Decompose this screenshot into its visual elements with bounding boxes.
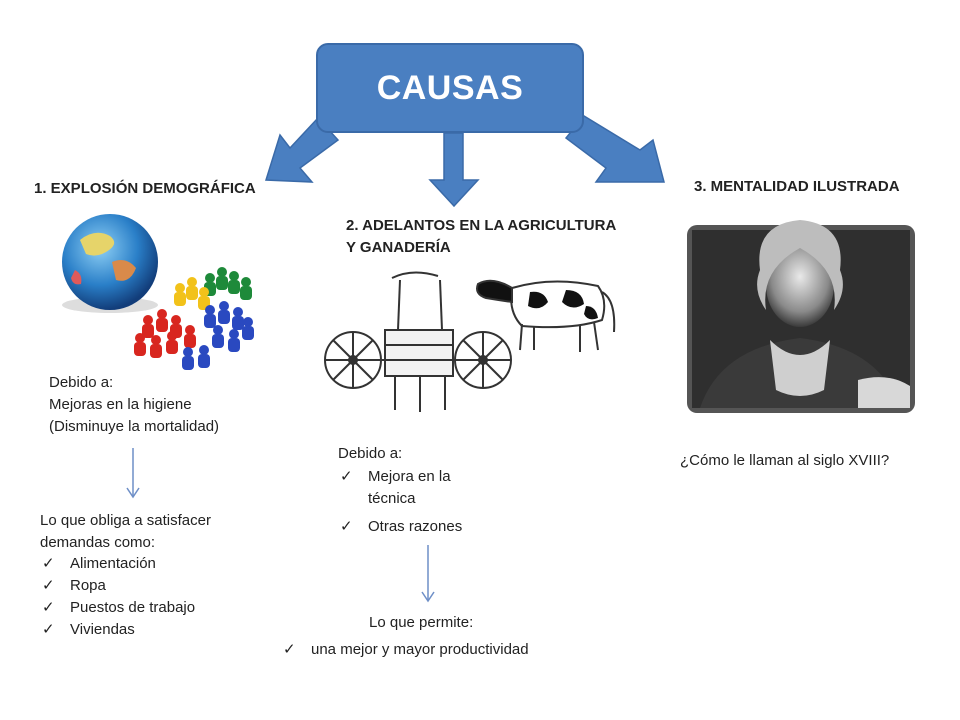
causas-box: CAUSAS (316, 43, 584, 133)
arrow-left (264, 116, 340, 183)
col3-question: ¿Cómo le llaman al siglo XVIII? (680, 452, 890, 469)
col2-result: Lo que permite: (369, 614, 474, 631)
list-item: ✓una mejor y mayor productividad (281, 639, 529, 661)
list-item: ✓Viviendas (40, 619, 195, 641)
check-icon: ✓ (42, 599, 55, 616)
portrait-image (687, 220, 915, 413)
check-icon: ✓ (340, 518, 353, 535)
list-item: ✓Otras razones (338, 516, 488, 538)
col1-reason-line-3: (Disminuye la mortalidad) (49, 418, 220, 435)
game-pieces (134, 267, 254, 370)
col3-heading: 3. MENTALIDAD ILUSTRADA (694, 178, 900, 195)
col2-reason-list: ✓Mejora en la técnica ✓Otras razones (338, 466, 488, 538)
check-icon: ✓ (42, 577, 55, 594)
col2-heading-line-1: 2. ADELANTOS EN LA AGRICULTURA (346, 217, 617, 234)
check-icon: ✓ (42, 621, 55, 638)
col2-heading: 2. ADELANTOS EN LA AGRICULTURA Y GANADER… (346, 215, 616, 259)
cow (476, 279, 616, 352)
check-icon: ✓ (340, 468, 353, 485)
arrow-middle (428, 132, 480, 208)
col1-reason-line-1: Debido a: (49, 374, 114, 391)
col1-result-line-1: Lo que obliga a satisfacer (40, 512, 211, 529)
arrow-right (564, 115, 665, 183)
seed-drill-cow-image (324, 271, 616, 412)
thin-arrow-middle (421, 545, 435, 603)
col1-demand-list: ✓Alimentación ✓Ropa ✓Puestos de trabajo … (40, 553, 195, 641)
list-item: ✓Mejora en la técnica (340, 468, 451, 507)
check-icon: ✓ (42, 555, 55, 572)
globe-figures-image (62, 214, 254, 370)
col1-heading: 1. EXPLOSIÓN DEMOGRÁFICA (34, 180, 256, 197)
col2-heading-line-2: Y GANADERÍA (346, 239, 451, 256)
col1-result: Lo que obliga a satisfacer demandas como… (40, 510, 211, 554)
col1-reason: Debido a: Mejoras en la higiene (Disminu… (49, 372, 219, 438)
col1-reason-line-2: Mejoras en la higiene (49, 396, 192, 413)
check-icon: ✓ (283, 641, 296, 658)
col2-result-list: ✓una mejor y mayor productividad (281, 639, 529, 661)
causas-title: CAUSAS (376, 68, 524, 107)
list-item: ✓Ropa (40, 575, 195, 597)
col1-result-line-2: demandas como: (40, 534, 156, 551)
list-item: ✓Puestos de trabajo (40, 597, 195, 619)
col2-reason: Debido a: (338, 445, 403, 462)
thin-arrow-left (126, 448, 140, 499)
list-item: ✓Alimentación (40, 553, 195, 575)
